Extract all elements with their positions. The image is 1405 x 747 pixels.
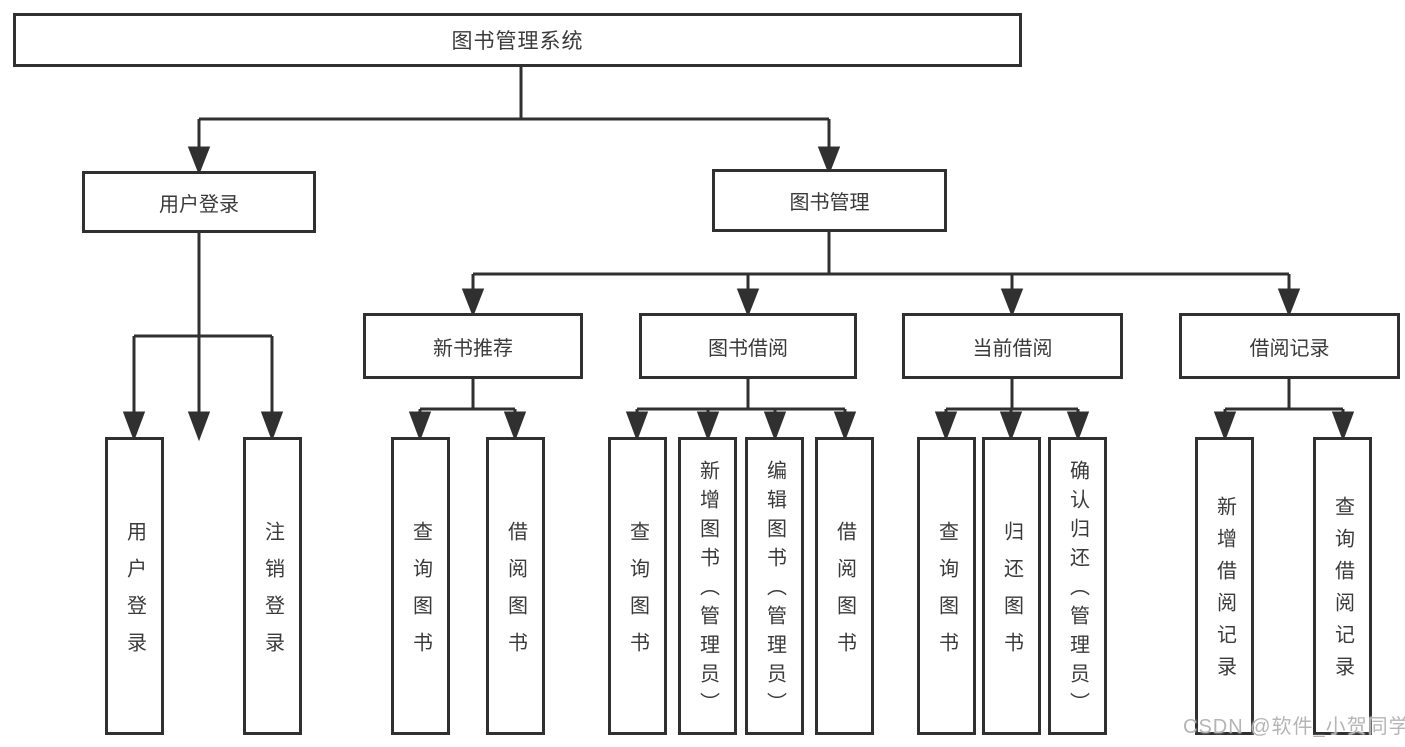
node-library-management-system: 图书管理系统 <box>13 13 1022 67</box>
connector-bookmgmt-to-level3 <box>461 232 1301 318</box>
leaf-label: 查询图书 <box>935 520 958 669</box>
connector-newbooks-to-leaves <box>408 379 527 442</box>
leaf-label: 注销登录 <box>261 520 284 669</box>
arrowhead <box>1213 411 1237 442</box>
arrowhead <box>122 411 146 442</box>
leaf-label: 查询图书 <box>409 520 432 669</box>
leaf-label: 确认归还（管理员） <box>1066 460 1089 721</box>
leaf-add-books-admin: 新增图书（管理员） <box>678 437 737 735</box>
leaf-label: 查询借阅记录 <box>1331 496 1354 688</box>
arrowhead <box>408 411 432 442</box>
leaf-query-books-current: 查询图书 <box>917 437 976 735</box>
arrowhead <box>461 288 485 318</box>
leaf-confirm-return-admin: 确认归还（管理员） <box>1048 437 1107 735</box>
leaf-label: 归还图书 <box>1000 520 1023 669</box>
node-borrow-records: 借阅记录 <box>1179 313 1400 379</box>
leaf-label: 借阅图书 <box>504 520 527 669</box>
arrowhead <box>696 411 720 442</box>
arrowhead <box>1000 288 1024 318</box>
arrowhead <box>763 411 787 442</box>
leaf-label: 借阅图书 <box>833 520 856 669</box>
leaf-label: 查询图书 <box>626 520 649 669</box>
leaf-query-borrow-record: 查询借阅记录 <box>1313 437 1372 735</box>
leaf-label: 新增借阅记录 <box>1213 496 1236 688</box>
arrowhead <box>625 411 649 442</box>
arrowhead <box>260 411 284 442</box>
node-book-borrow: 图书借阅 <box>639 313 857 379</box>
arrowhead <box>1331 411 1355 442</box>
leaf-label: 编辑图书（管理员） <box>763 460 786 721</box>
arrowhead <box>1066 411 1090 442</box>
arrowhead <box>817 146 841 176</box>
leaf-query-books-recommend: 查询图书 <box>391 437 450 735</box>
node-current-borrow: 当前借阅 <box>902 313 1123 379</box>
leaf-label: 用户登录 <box>123 520 146 669</box>
connector-borrowrecords-to-leaves <box>1213 379 1355 442</box>
arrowhead <box>1277 288 1301 318</box>
leaf-return-books: 归还图书 <box>982 437 1041 735</box>
connector-bookborrow-to-leaves <box>625 379 857 442</box>
arrowhead <box>833 411 857 442</box>
node-book-management: 图书管理 <box>712 169 947 232</box>
arrowhead <box>934 411 958 442</box>
arrowhead <box>999 411 1023 442</box>
leaf-user-login: 用户登录 <box>105 437 164 735</box>
arrowhead <box>503 411 527 442</box>
arrowhead <box>187 411 211 442</box>
leaf-label: 新增图书（管理员） <box>696 460 719 721</box>
node-user-login: 用户登录 <box>82 171 316 233</box>
connector-root-to-level2 <box>187 67 841 442</box>
connector-currentborrow-to-leaves <box>934 379 1090 442</box>
leaf-add-borrow-record: 新增借阅记录 <box>1195 437 1254 735</box>
leaf-edit-books-admin: 编辑图书（管理员） <box>745 437 804 735</box>
leaf-logout: 注销登录 <box>243 437 302 735</box>
watermark: CSDN @软件_小贺同学 <box>1183 716 1405 738</box>
leaf-borrow-books-recommend: 借阅图书 <box>486 437 545 735</box>
arrowhead <box>736 288 760 318</box>
arrowhead <box>187 146 211 176</box>
leaf-borrow-books: 借阅图书 <box>815 437 874 735</box>
leaf-query-books-borrow: 查询图书 <box>608 437 667 735</box>
connector-userlogin-to-leaves <box>122 233 284 442</box>
node-new-book-recommend: 新书推荐 <box>363 313 583 379</box>
